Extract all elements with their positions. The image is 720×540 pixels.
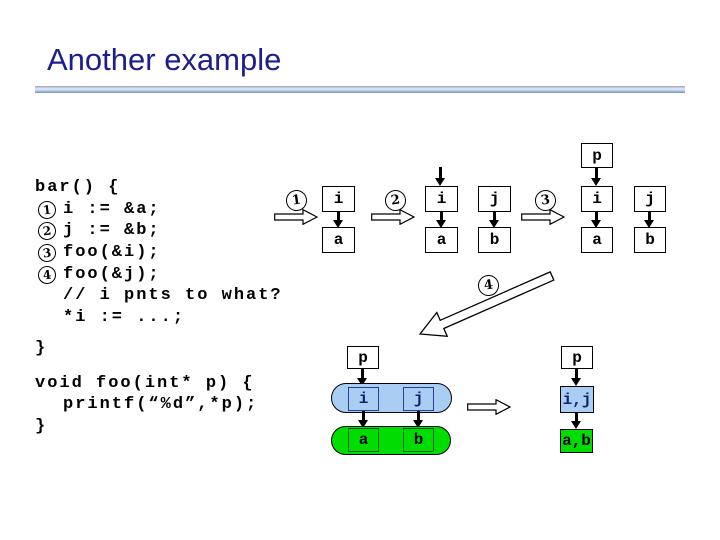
down-arrow-icon bbox=[413, 411, 423, 428]
merged-left-pointer-cell-i: i bbox=[348, 387, 379, 411]
code-text: foo(&j); bbox=[63, 264, 161, 284]
right-block-arrow-icon bbox=[467, 399, 511, 415]
step-1-marker: 1 bbox=[36, 199, 58, 220]
down-arrow-icon bbox=[333, 212, 343, 228]
down-arrow-icon bbox=[644, 212, 654, 228]
merged-right-param-box-p: p bbox=[561, 346, 593, 369]
code-text: j := &b; bbox=[63, 221, 161, 241]
step2-pointer-box-i: i bbox=[425, 186, 458, 212]
code-text: *i := ...; bbox=[63, 308, 186, 328]
down-arrow-icon bbox=[571, 413, 581, 429]
code-text: } bbox=[35, 338, 48, 358]
right-block-arrow-icon bbox=[274, 209, 318, 225]
down-arrow-icon bbox=[591, 212, 601, 228]
step3-value-box-a: a bbox=[581, 227, 613, 253]
merged-left-pointer-cell-j: j bbox=[403, 387, 434, 411]
step4-diagonal-arrow-icon bbox=[418, 271, 555, 338]
step-3-marker: 3 bbox=[36, 243, 58, 264]
code-line: void foo(int* p) { bbox=[35, 373, 283, 395]
merged-left-param-box-p: p bbox=[347, 346, 379, 369]
step1-value-box: a bbox=[322, 227, 355, 253]
code-line-comment: // i pnts to what? bbox=[35, 285, 283, 307]
title-underline bbox=[35, 86, 685, 93]
right-block-arrow-icon bbox=[371, 209, 415, 225]
code-line: *i := ...; bbox=[35, 307, 283, 329]
code-text: } bbox=[35, 416, 48, 436]
step2-value-box-a: a bbox=[425, 227, 458, 253]
step3-param-box-p: p bbox=[581, 143, 613, 168]
step2-value-box-b: b bbox=[478, 227, 511, 253]
merged-right-pointer-cell: i,j bbox=[560, 386, 594, 413]
down-arrow-icon bbox=[436, 212, 446, 228]
code-text: // i pnts to what? bbox=[63, 286, 283, 306]
code-text: i := &a; bbox=[63, 199, 161, 219]
code-line: bar() { bbox=[35, 177, 283, 199]
merged-left-value-cell-b: b bbox=[403, 428, 434, 452]
merged-right-value-cell: a,b bbox=[560, 429, 593, 453]
down-arrow-icon bbox=[357, 369, 367, 386]
down-arrow-icon bbox=[591, 168, 601, 186]
code-line: } bbox=[35, 338, 283, 360]
down-arrow-icon bbox=[489, 212, 499, 228]
step-4-marker: 4 bbox=[36, 264, 58, 285]
code-text: printf(“%d”,*p); bbox=[63, 395, 259, 415]
down-arrow-icon bbox=[571, 369, 581, 386]
incoming-pointer-arrow-icon bbox=[435, 167, 445, 186]
merged-left-value-cell-a: a bbox=[348, 428, 379, 452]
code-text: foo(&i); bbox=[63, 243, 161, 263]
step3-pointer-box-i: i bbox=[581, 186, 613, 212]
step-2-marker: 2 bbox=[36, 221, 58, 242]
code-text: bar() { bbox=[35, 178, 121, 197]
step2-pointer-box-j: j bbox=[478, 186, 511, 212]
right-block-arrow-icon bbox=[521, 209, 565, 225]
step1-pointer-box: i bbox=[322, 186, 355, 212]
code-blank-line bbox=[35, 329, 283, 338]
code-line: } bbox=[35, 416, 283, 438]
down-arrow-icon bbox=[358, 411, 368, 428]
step3-value-box-b: b bbox=[634, 227, 666, 253]
code-blank-line bbox=[35, 360, 283, 373]
code-line: printf(“%d”,*p); bbox=[35, 394, 283, 416]
code-text: void foo(int* p) { bbox=[35, 373, 255, 393]
slide-title: Another example bbox=[47, 42, 282, 77]
step3-pointer-box-j: j bbox=[634, 186, 666, 212]
